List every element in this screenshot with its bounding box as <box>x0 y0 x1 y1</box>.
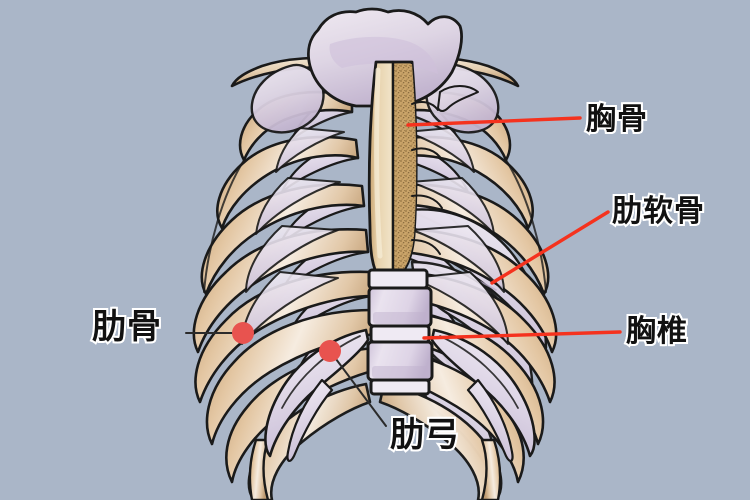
label-sternum: 胸骨 <box>584 103 649 137</box>
marker-dot-costal-arch <box>319 340 341 362</box>
label-rib: 肋骨 <box>90 308 163 346</box>
leader-line-costal-cartilage <box>490 210 610 285</box>
marker-dot-rib <box>232 322 254 344</box>
leader-line-costal-arch <box>319 340 387 427</box>
label-costal-arch: 肋弓 <box>388 416 461 454</box>
leader-line-sternum <box>406 116 582 127</box>
label-thoracic-vertebra: 胸椎 <box>624 315 689 349</box>
leader-line-rib <box>185 322 254 344</box>
leader-line-thoracic-vertebra <box>422 330 622 340</box>
label-costal-cartilage: 肋软骨 <box>610 195 706 229</box>
